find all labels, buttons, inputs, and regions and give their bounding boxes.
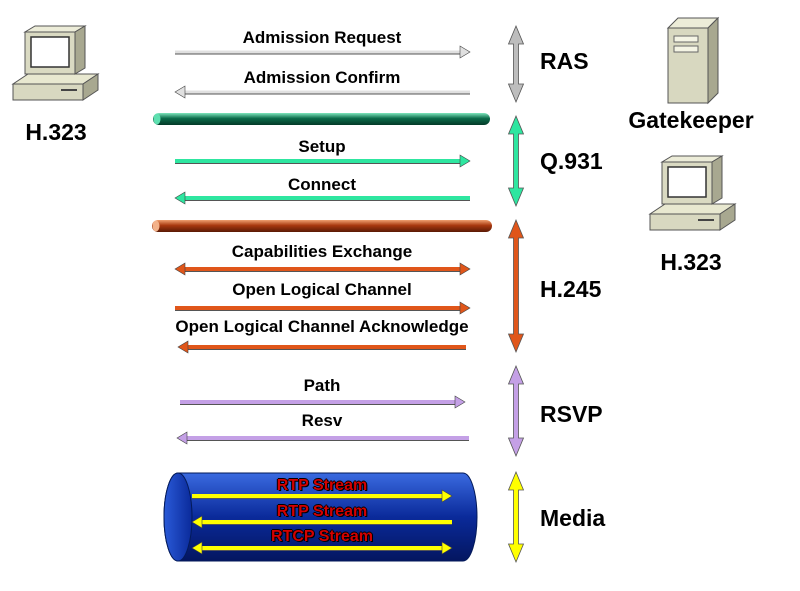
arrow-capabilities-exchange xyxy=(174,262,471,276)
message-resv-label: Resv xyxy=(301,411,343,430)
arrow-resv xyxy=(176,431,469,445)
protocol-ras-label: RAS xyxy=(540,48,589,74)
left-computer-icon xyxy=(11,25,100,101)
media-rtcp-stream-label: RTCP Stream xyxy=(271,528,373,545)
media-rtp-stream-2-label: RTP Stream xyxy=(276,503,368,520)
arrow-olc-acknowledge xyxy=(177,340,466,354)
vertical-arrow-h245 xyxy=(507,218,525,354)
arrow-admission-confirm xyxy=(174,85,470,99)
arrow-admission-request xyxy=(175,45,471,59)
gatekeeper-label: Gatekeeper xyxy=(628,107,754,133)
protocol-media-label: Media xyxy=(540,505,606,531)
gatekeeper-server-icon xyxy=(666,16,720,105)
left-terminal-label: H.323 xyxy=(25,119,87,145)
arrow-setup xyxy=(175,154,471,168)
vertical-arrow-ras xyxy=(507,24,525,104)
protocol-rsvp-label: RSVP xyxy=(540,401,603,427)
vertical-arrow-rsvp xyxy=(507,364,525,458)
message-capabilities-exchange-label: Capabilities Exchange xyxy=(231,242,413,261)
right-computer-icon xyxy=(648,155,737,231)
message-connect-label: Connect xyxy=(288,175,356,194)
message-open-logical-channel-label: Open Logical Channel xyxy=(232,280,412,299)
message-olc-acknowledge-label: Open Logical Channel Acknowledge xyxy=(175,317,469,336)
message-admission-request-label: Admission Request xyxy=(242,28,402,47)
media-tube-cap xyxy=(163,472,193,562)
q931-pipe xyxy=(153,113,490,125)
arrow-connect xyxy=(174,191,470,205)
right-terminal-label: H.323 xyxy=(660,249,722,275)
h245-pipe xyxy=(152,220,492,232)
arrow-open-logical-channel xyxy=(175,301,471,315)
message-setup-label: Setup xyxy=(298,137,346,156)
protocol-h245-label: H.245 xyxy=(540,276,602,302)
arrow-rtp-stream-out xyxy=(192,489,453,503)
arrow-rtp-stream-in xyxy=(191,515,452,529)
message-path-label: Path xyxy=(303,376,341,395)
vertical-arrow-media xyxy=(507,470,525,564)
media-rtp-stream-1-label: RTP Stream xyxy=(276,477,368,494)
arrow-rtcp-stream xyxy=(191,541,453,555)
message-admission-confirm-label: Admission Confirm xyxy=(243,68,401,87)
arrow-path xyxy=(180,395,466,409)
vertical-arrow-q931 xyxy=(507,114,525,208)
protocol-q931-label: Q.931 xyxy=(540,148,603,174)
